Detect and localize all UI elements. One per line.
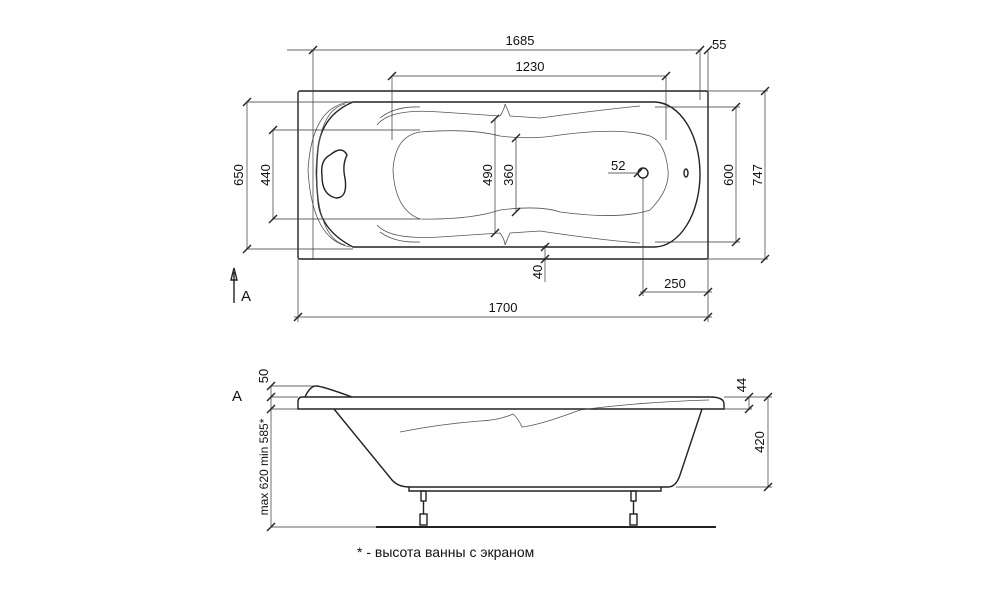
- dim-40: 40: [530, 265, 545, 279]
- dimension-lines: [242, 45, 770, 322]
- dim-747: 747: [750, 164, 765, 186]
- tub-body-side: [333, 408, 703, 488]
- headrest-side: [304, 385, 353, 398]
- bowl-bottom-outline: [392, 130, 669, 220]
- leg-right: [629, 490, 638, 526]
- dim-360: 360: [501, 164, 516, 186]
- footnote: * - высота ванны с экраном: [357, 544, 534, 560]
- side-dimension-lines: [266, 381, 773, 532]
- overflow-icon: [683, 168, 689, 178]
- armrest-top: [376, 103, 641, 126]
- dim-1685: 1685: [506, 33, 535, 48]
- leg-left: [419, 490, 428, 526]
- drain-icon: [637, 167, 649, 179]
- view-label-a: A: [232, 388, 242, 405]
- dim-50: 50: [256, 369, 271, 383]
- dim-44: 44: [734, 378, 749, 392]
- armrest-bottom: [376, 224, 641, 246]
- dim-1700: 1700: [489, 300, 518, 315]
- dim-600: 600: [721, 164, 736, 186]
- dim-55: 55: [712, 37, 726, 52]
- tub-base-plate: [408, 487, 662, 492]
- view-direction-arrow-icon: [230, 267, 238, 303]
- dim-250: 250: [664, 276, 686, 291]
- tub-back-contour: [307, 101, 351, 248]
- dim-52: 52: [611, 158, 625, 173]
- inner-contour-side: [399, 399, 710, 433]
- dim-1230: 1230: [516, 59, 545, 74]
- tub-back-contour-2: [315, 103, 346, 246]
- dim-440: 440: [258, 164, 273, 186]
- tub-outer-rim: [297, 90, 709, 260]
- dim-650: 650: [231, 164, 246, 186]
- top-view: 1685 55 1230 650 440 490 360 52 600 747 …: [230, 33, 770, 322]
- dim-420: 420: [752, 431, 767, 453]
- side-view: A 50 44 420 max 620 min 585* * - высота …: [232, 369, 773, 560]
- dim-490: 490: [480, 164, 495, 186]
- dim-total-height: max 620 min 585*: [257, 418, 271, 515]
- headrest-icon: [320, 149, 348, 199]
- view-marker-a: A: [241, 288, 251, 305]
- tub-rim-side: [297, 396, 725, 410]
